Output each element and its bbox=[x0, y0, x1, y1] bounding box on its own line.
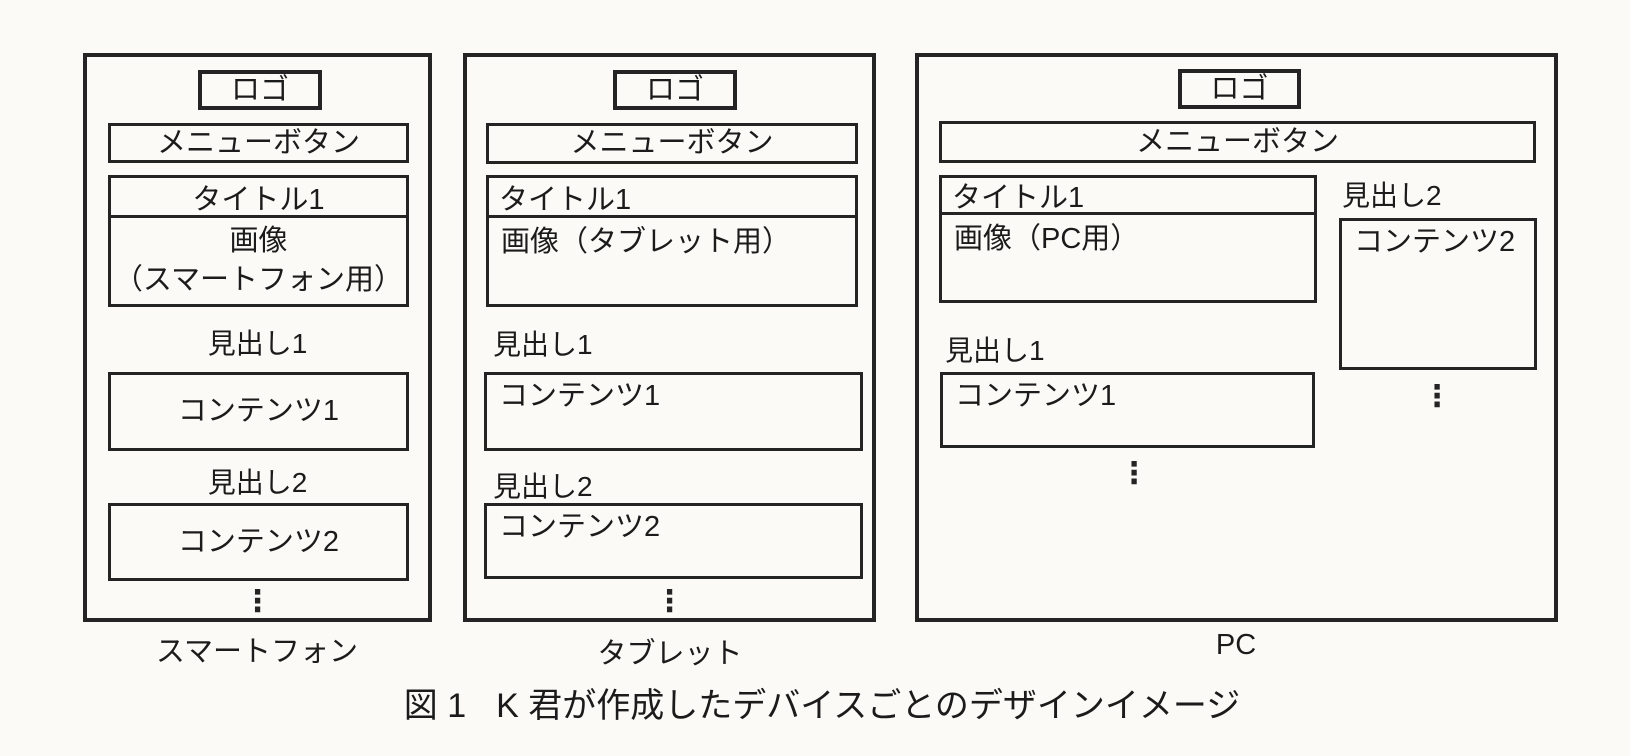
smartphone-wireframe-panel: ロゴ メニューボタン タイトル1 画像 （スマートフォン用） 見出し1 コンテン… bbox=[83, 53, 432, 622]
smartphone-image-area: 画像 （スマートフォン用） bbox=[111, 218, 406, 304]
pc-wireframe-panel: ロゴ メニューボタン タイトル1 画像（PC用） 見出し1 コンテンツ1 ⋮ 見… bbox=[915, 53, 1558, 622]
tablet-menu-button-label: メニューボタン bbox=[570, 127, 774, 160]
pc-menu-button-box: メニューボタン bbox=[939, 121, 1536, 163]
figure-caption-text: K 君が作成したデバイスごとのデザインイメージ bbox=[496, 687, 1241, 725]
pc-image-label: 画像（PC用） bbox=[954, 223, 1140, 255]
pc-content1-label: コンテンツ1 bbox=[955, 380, 1117, 412]
smartphone-device-label: スマートフォン bbox=[155, 636, 359, 668]
smartphone-title1-label: タイトル1 bbox=[192, 183, 325, 216]
smartphone-content1-label: コンテンツ1 bbox=[177, 395, 340, 428]
smartphone-menu-button-box: メニューボタン bbox=[108, 123, 409, 163]
tablet-vertical-ellipsis: ⋮ bbox=[654, 585, 685, 618]
pc-content2-label: コンテンツ2 bbox=[1354, 226, 1516, 258]
smartphone-image-label-line1: 画像 bbox=[229, 224, 288, 257]
tablet-device-label: タブレット bbox=[597, 638, 743, 670]
smartphone-logo-box: ロゴ bbox=[198, 70, 322, 110]
tablet-content2-label: コンテンツ2 bbox=[499, 511, 661, 543]
tablet-logo-box: ロゴ bbox=[613, 70, 737, 110]
pc-content2-vertical-ellipsis: ⋮ bbox=[1422, 380, 1452, 413]
smartphone-heading1: 見出し1 bbox=[207, 328, 308, 359]
pc-title-image-box: タイトル1 画像（PC用） bbox=[939, 175, 1317, 303]
tablet-logo-label: ロゴ bbox=[645, 73, 704, 106]
smartphone-content2-label: コンテンツ2 bbox=[177, 525, 340, 558]
smartphone-logo-label: ロゴ bbox=[230, 73, 289, 106]
smartphone-menu-button-label: メニューボタン bbox=[156, 126, 360, 159]
pc-logo-label: ロゴ bbox=[1210, 72, 1269, 105]
smartphone-title1-bar: タイトル1 bbox=[111, 178, 406, 218]
smartphone-vertical-ellipsis: ⋮ bbox=[242, 585, 273, 618]
pc-logo-box: ロゴ bbox=[1178, 69, 1301, 109]
pc-title1-bar: タイトル1 bbox=[942, 178, 1314, 215]
pc-content2-box: コンテンツ2 bbox=[1339, 218, 1537, 370]
tablet-wireframe-panel: ロゴ メニューボタン タイトル1 画像（タブレット用） 見出し1 コンテンツ1 … bbox=[463, 53, 876, 622]
tablet-title-image-box: タイトル1 画像（タブレット用） bbox=[486, 175, 858, 307]
tablet-heading2: 見出し2 bbox=[493, 471, 593, 502]
tablet-image-area: 画像（タブレット用） bbox=[489, 218, 855, 304]
pc-device-label: PC bbox=[1215, 629, 1257, 661]
tablet-content1-box: コンテンツ1 bbox=[484, 372, 863, 451]
pc-heading1: 見出し1 bbox=[945, 335, 1045, 366]
pc-heading2: 見出し2 bbox=[1342, 180, 1442, 211]
figure-caption: 図 1 K 君が作成したデバイスごとのデザインイメージ bbox=[404, 678, 1240, 727]
tablet-title1-label: タイトル1 bbox=[499, 183, 632, 216]
pc-image-area: 画像（PC用） bbox=[942, 215, 1314, 300]
pc-content1-vertical-ellipsis: ⋮ bbox=[1119, 457, 1149, 490]
smartphone-content2-box: コンテンツ2 bbox=[108, 503, 409, 581]
tablet-image-label: 画像（タブレット用） bbox=[501, 226, 792, 258]
pc-menu-button-label: メニューボタン bbox=[1135, 125, 1339, 158]
smartphone-title-image-box: タイトル1 画像 （スマートフォン用） bbox=[108, 175, 409, 307]
tablet-content1-label: コンテンツ1 bbox=[499, 380, 661, 412]
pc-content1-box: コンテンツ1 bbox=[940, 372, 1315, 448]
tablet-heading1: 見出し1 bbox=[493, 329, 593, 360]
smartphone-image-label-line2: （スマートフォン用） bbox=[113, 264, 404, 296]
pc-title1-label: タイトル1 bbox=[952, 182, 1085, 214]
smartphone-heading2: 見出し2 bbox=[207, 467, 308, 498]
tablet-title1-bar: タイトル1 bbox=[489, 178, 855, 218]
smartphone-content1-box: コンテンツ1 bbox=[108, 372, 409, 451]
tablet-content2-box: コンテンツ2 bbox=[484, 503, 863, 579]
tablet-menu-button-box: メニューボタン bbox=[486, 123, 858, 164]
figure-caption-number: 図 1 bbox=[403, 687, 467, 725]
